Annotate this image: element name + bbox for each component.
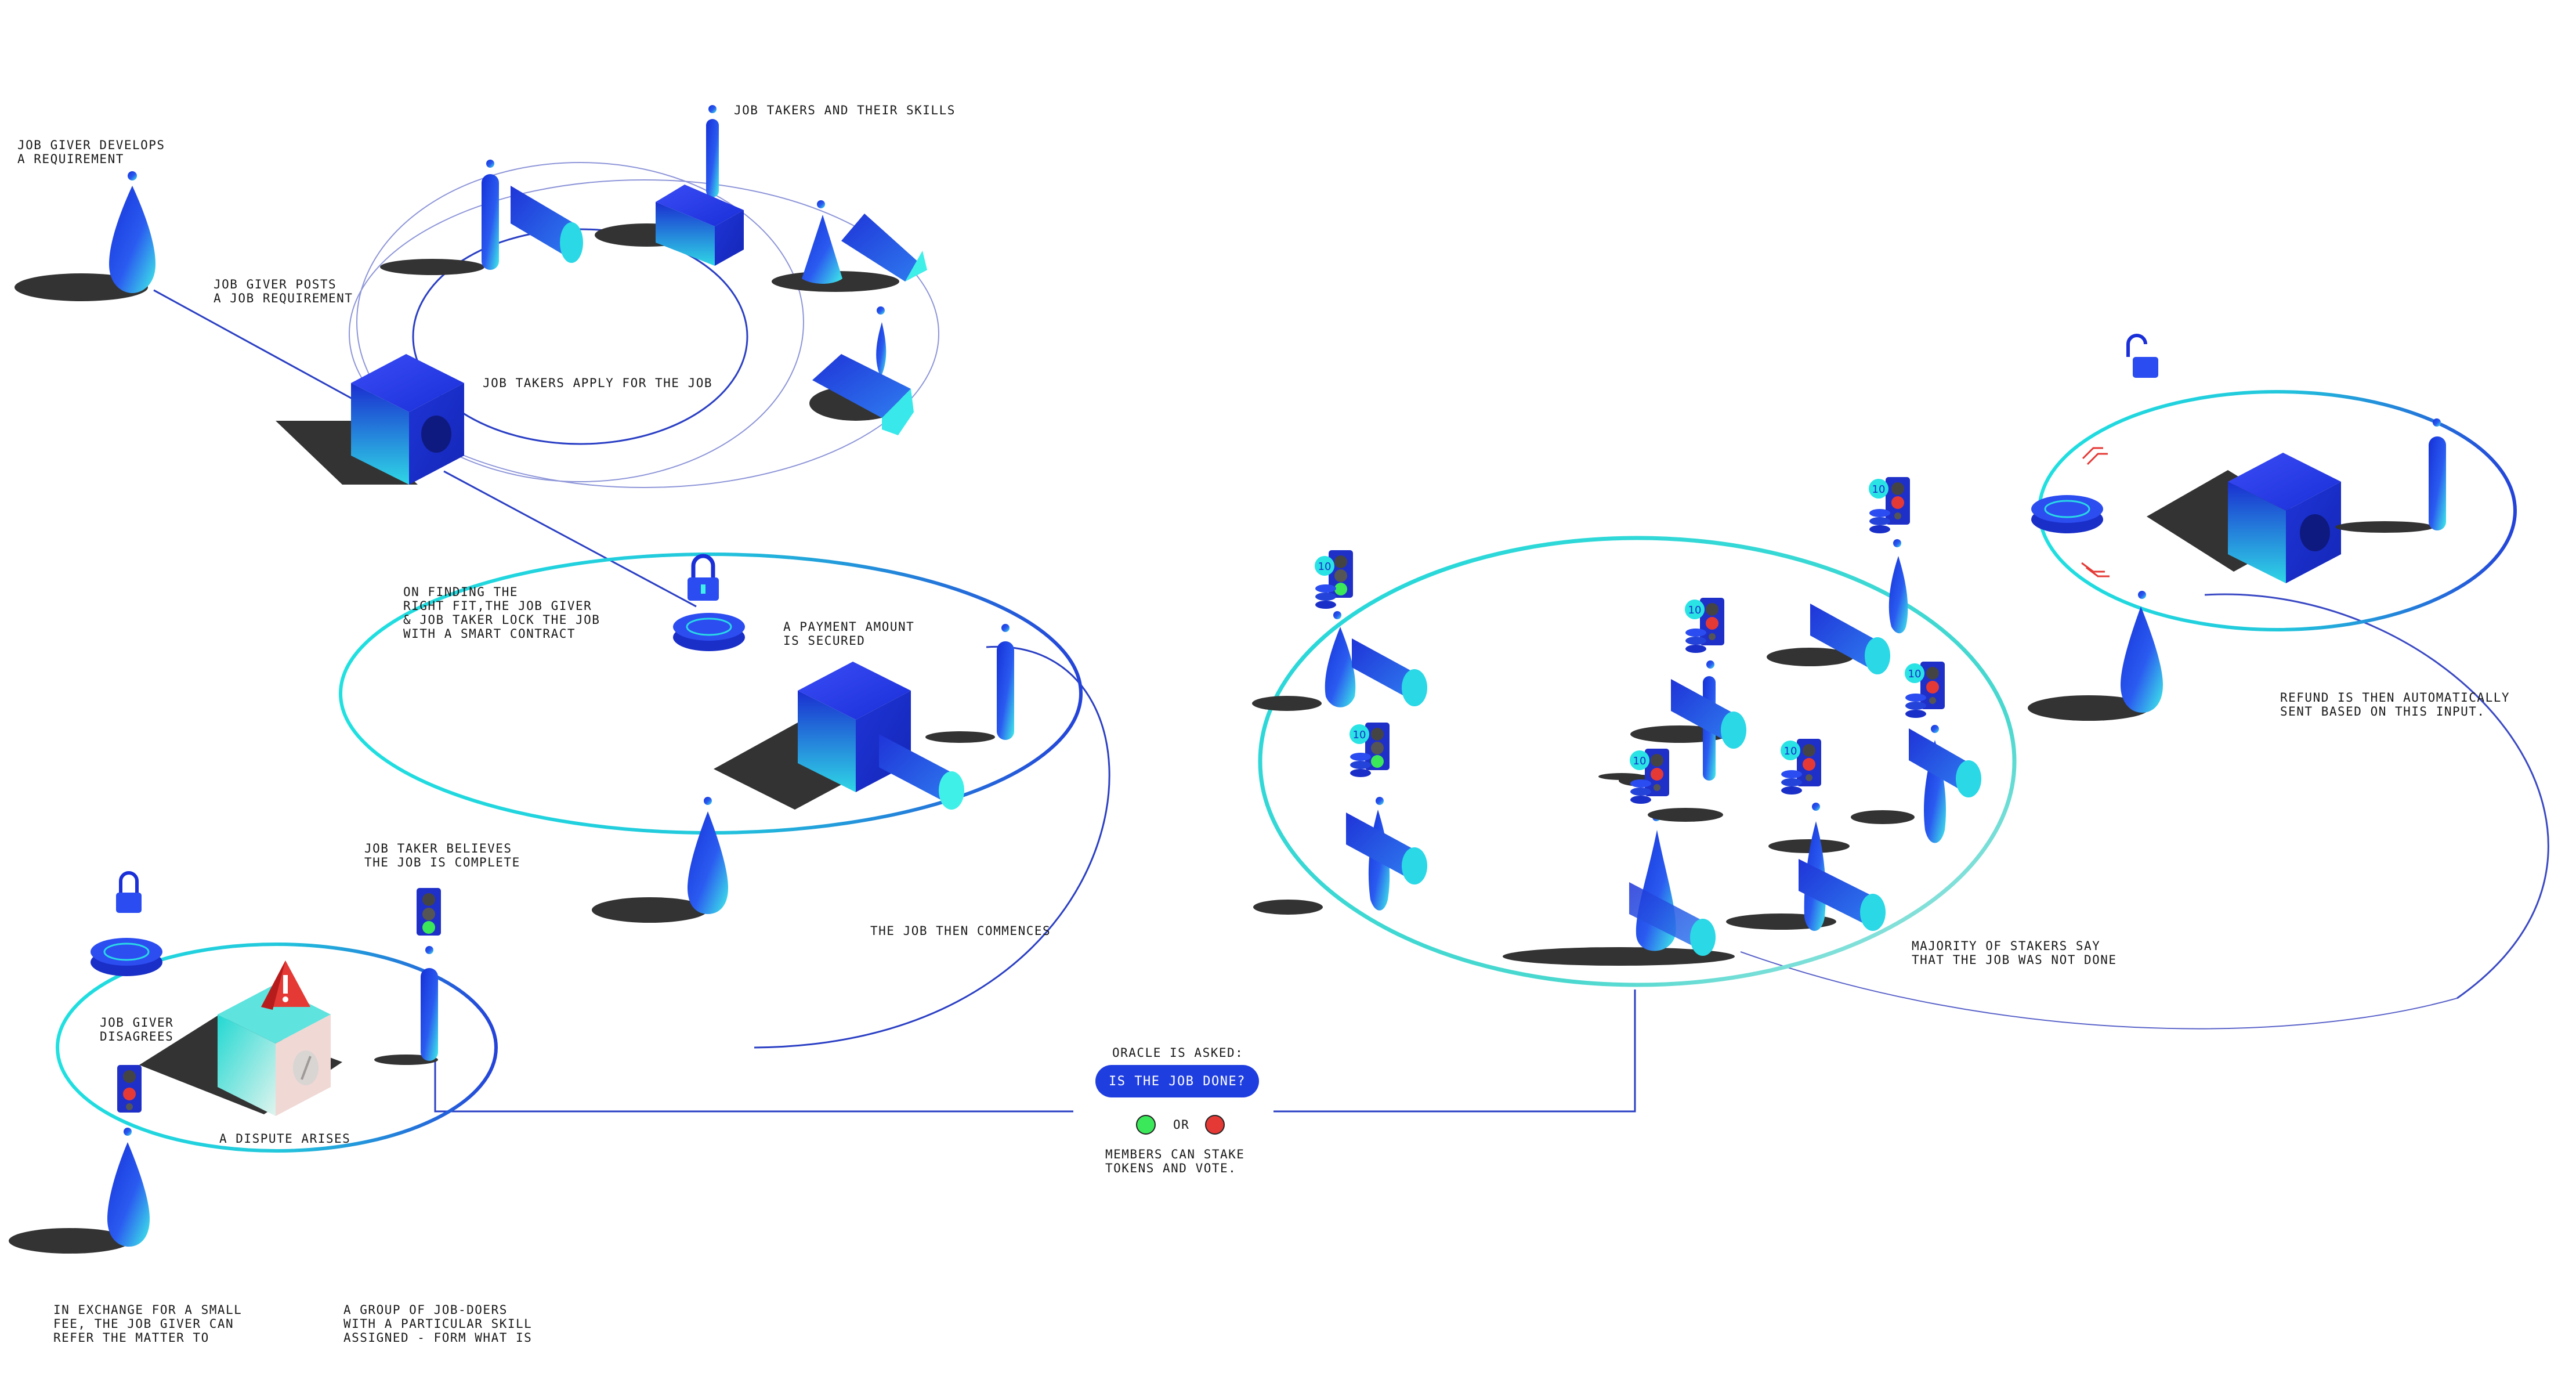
staker-8: 10 <box>1726 739 1886 931</box>
token-count-label: 10 <box>1908 668 1922 680</box>
label-payment-secured: A PAYMENT AMOUNT IS SECURED <box>783 620 915 648</box>
staker-1: 10 <box>1252 550 1427 711</box>
job-taker-pill-1 <box>380 160 583 275</box>
traffic-light-dispute-giver <box>117 1065 142 1113</box>
oracle-question-pill: IS THE JOB DONE? <box>1095 1065 1259 1097</box>
refund-arrows <box>2081 447 2110 577</box>
payment-taker-figure <box>925 624 1014 743</box>
label-job-commences: THE JOB THEN COMMENCES <box>870 924 1051 938</box>
job-requirement-cube <box>276 354 464 485</box>
job-taker-hexagon <box>809 306 914 435</box>
label-dispute-arises: A DISPUTE ARISES <box>219 1132 351 1146</box>
staker-2: 10 <box>1253 723 1427 915</box>
label-refund: REFUND IS THEN AUTOMATICALLY SENT BASED … <box>2280 691 2510 718</box>
vote-yes-dot <box>1136 1115 1156 1135</box>
label-small-fee: IN EXCHANGE FOR A SMALL FEE, THE JOB GIV… <box>53 1303 243 1345</box>
token-count-label: 10 <box>1353 729 1366 741</box>
label-majority-stakers: MAJORITY OF STAKERS SAY THAT THE JOB WAS… <box>1912 939 2117 967</box>
lock-icon-open <box>2126 334 2158 378</box>
staker-4: 10 <box>1598 749 1669 804</box>
staker-6: 10 <box>1851 662 1981 843</box>
smart-contract-token <box>673 613 745 651</box>
label-takers-apply: JOB TAKERS APPLY FOR THE JOB <box>483 376 713 390</box>
dispute-taker-figure <box>374 946 438 1065</box>
token-count-label: 10 <box>1633 755 1647 767</box>
refund-taker-figure <box>2335 418 2446 533</box>
lock-icon-dispute <box>116 871 142 913</box>
payment-cube <box>714 662 964 810</box>
token-count-label: 10 <box>1784 745 1797 757</box>
label-takers-skills: JOB TAKERS AND THEIR SKILLS <box>734 103 956 117</box>
job-taker-pill-2 <box>595 105 744 266</box>
label-giver-posts: JOB GIVER POSTS A JOB REQUIREMENT <box>214 277 353 305</box>
guide-ellipses <box>349 162 2549 1049</box>
label-giver-disagrees: JOB GIVER DISAGREES <box>100 1016 174 1043</box>
staker-5: 10 <box>1767 477 1910 674</box>
label-lock-job: ON FINDING THE RIGHT FIT,THE JOB GIVER &… <box>403 585 600 641</box>
job-taker-cone <box>772 200 927 292</box>
label-members-stake: MEMBERS CAN STAKE TOKENS AND VOTE. <box>1105 1147 1245 1175</box>
dispute-ring <box>56 943 498 1153</box>
label-taker-believes: JOB TAKER BELIEVES THE JOB IS COMPLETE <box>364 842 520 869</box>
dispute-giver-figure <box>9 1128 150 1254</box>
payment-giver-figure <box>592 797 728 923</box>
label-giver-develops: JOB GIVER DEVELOPS A REQUIREMENT <box>17 138 165 166</box>
refund-giver-figure <box>2028 591 2163 721</box>
refund-token <box>2031 495 2103 533</box>
dispute-token <box>91 938 162 976</box>
stakers-ring <box>1258 536 2017 987</box>
label-oracle-asked: ORACLE IS ASKED: <box>1112 1046 1244 1060</box>
label-or: OR <box>1173 1118 1190 1132</box>
refund-cube <box>2147 453 2341 583</box>
staker-7 <box>1503 813 1735 966</box>
token-count-label: 10 <box>1688 604 1702 616</box>
dispute-cube <box>139 985 342 1116</box>
job-giver-figure <box>15 171 155 301</box>
vote-no-dot <box>1205 1115 1225 1135</box>
warning-icon <box>261 960 310 1010</box>
lock-icon-closed <box>688 554 719 601</box>
staker-3: 10 <box>1630 598 1746 781</box>
traffic-light-dispute-taker <box>417 888 441 936</box>
label-group-job-doers: A GROUP OF JOB-DOERS WITH A PARTICULAR S… <box>343 1303 533 1345</box>
staker-9 <box>1648 808 1723 822</box>
token-count-label: 10 <box>1318 561 1332 573</box>
token-count-label: 10 <box>1872 483 1886 496</box>
